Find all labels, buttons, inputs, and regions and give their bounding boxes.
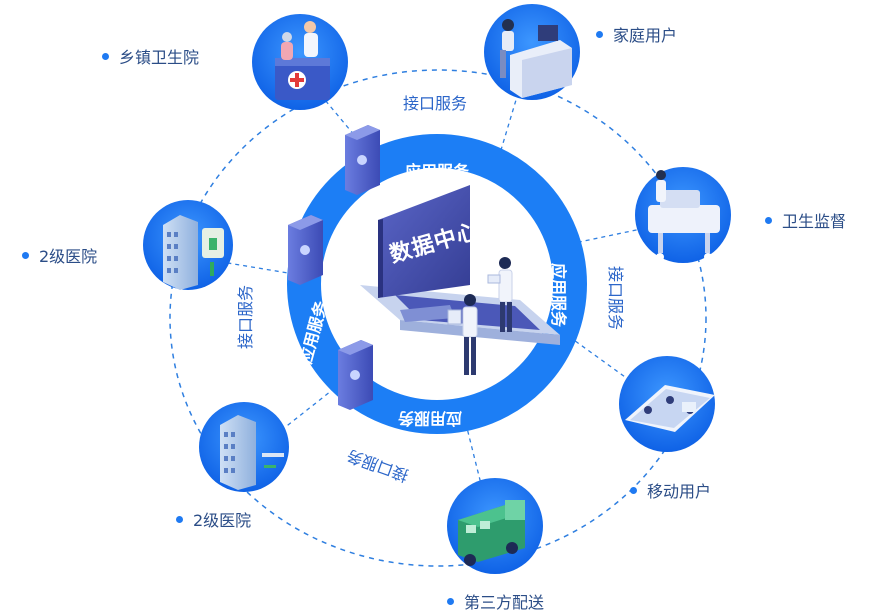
label-mobile: 移动用户 xyxy=(630,478,711,502)
label-hospital-left: 2级医院 xyxy=(22,243,97,267)
node-hospital-left-bubble xyxy=(143,200,233,290)
node-family-bubble xyxy=(484,4,580,100)
bullet-dot xyxy=(596,30,603,38)
label-hospital-bottom-text: 2级医院 xyxy=(193,511,252,530)
server-bottom xyxy=(338,340,373,410)
staff-figure-right xyxy=(487,257,513,332)
node-delivery-bubble xyxy=(447,478,543,574)
label-supervision: 卫生监督 xyxy=(765,208,846,232)
node-mobile-bubble xyxy=(619,356,715,452)
bullet-dot xyxy=(447,597,454,605)
application-ring xyxy=(287,134,587,434)
label-family-text: 家庭用户 xyxy=(613,26,678,45)
bullet-dot xyxy=(102,52,109,60)
outer-orbit xyxy=(169,69,707,567)
api-label-left: 接口服务 xyxy=(236,284,256,350)
label-delivery: 第三方配送 xyxy=(447,589,544,613)
label-hospital-left-text: 2级医院 xyxy=(39,247,98,266)
node-supervision-bubble xyxy=(635,167,731,263)
label-hospital-bottom: 2级医院 xyxy=(176,507,251,531)
staff-figure-left xyxy=(447,294,478,375)
label-township: 乡镇卫生院 xyxy=(102,44,199,68)
label-township-text: 乡镇卫生院 xyxy=(119,48,200,67)
bullet-dot xyxy=(765,216,772,224)
label-delivery-text: 第三方配送 xyxy=(464,593,545,612)
label-mobile-text: 移动用户 xyxy=(647,482,712,501)
server-top xyxy=(345,125,380,195)
bullet-dot xyxy=(630,486,637,494)
server-left xyxy=(288,215,323,285)
node-township-bubble xyxy=(252,14,348,110)
ring-label-right: 应用服务 xyxy=(549,262,569,328)
ring-label-top: 应用服务 xyxy=(405,162,470,181)
node-hospital-bottom-bubble xyxy=(199,402,289,492)
api-label-right: 接口服务 xyxy=(606,265,626,331)
bullet-dot xyxy=(176,515,183,523)
ring-label-bottom: 应用服务 xyxy=(398,409,463,428)
label-supervision-text: 卫生监督 xyxy=(782,212,847,231)
bullet-dot xyxy=(22,251,29,259)
api-label-top: 接口服务 xyxy=(403,94,468,113)
label-family: 家庭用户 xyxy=(596,22,677,46)
